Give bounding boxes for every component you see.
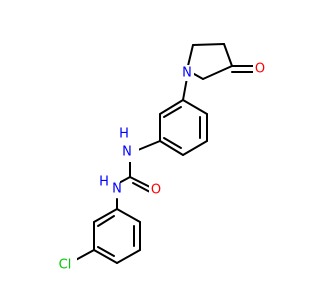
lower-amine-h-symbol: H bbox=[99, 175, 109, 190]
pyrrolidinone-ring bbox=[186, 43, 259, 80]
ketone-oxygen-symbol: O bbox=[255, 62, 265, 77]
structure-canvas: N O H N O H N Cl bbox=[55, 43, 267, 273]
bond bbox=[202, 65, 233, 80]
chlorine: Cl bbox=[55, 257, 77, 273]
bond bbox=[93, 249, 118, 264]
upper-benzene-ring bbox=[159, 77, 208, 156]
bond bbox=[116, 249, 141, 264]
bond bbox=[159, 140, 184, 156]
bond bbox=[137, 140, 161, 151]
bond bbox=[97, 215, 115, 227]
bond bbox=[163, 106, 182, 118]
bond bbox=[132, 182, 151, 193]
bond bbox=[182, 140, 208, 156]
chlorine-symbol: Cl bbox=[59, 258, 72, 273]
bond bbox=[223, 43, 233, 67]
lower-amine-n-symbol: N bbox=[112, 182, 122, 197]
bond bbox=[192, 43, 225, 46]
bond bbox=[163, 137, 182, 149]
upper-amine-nh: H N bbox=[117, 127, 139, 162]
bond bbox=[116, 208, 141, 223]
bond bbox=[93, 208, 118, 223]
bond bbox=[159, 99, 184, 115]
bond bbox=[182, 99, 208, 115]
bond bbox=[97, 246, 115, 257]
lower-amine-nh: H N bbox=[98, 174, 122, 198]
lower-benzene-ring bbox=[71, 198, 141, 264]
upper-amine-n-symbol: N bbox=[122, 145, 132, 160]
bond bbox=[129, 176, 151, 188]
urea-oxygen-symbol: O bbox=[151, 183, 161, 198]
upper-amine-h-symbol: H bbox=[119, 127, 129, 142]
ring-nitrogen-symbol: N bbox=[182, 66, 192, 81]
molecule-structure: N O H N O H N Cl bbox=[55, 43, 267, 273]
ring-nitrogen: N bbox=[180, 65, 194, 81]
ketone-oxygen: O bbox=[253, 62, 267, 78]
bond bbox=[182, 77, 188, 101]
atom-labels: N O H N O H N Cl bbox=[55, 62, 267, 273]
urea-oxygen: O bbox=[149, 183, 163, 199]
